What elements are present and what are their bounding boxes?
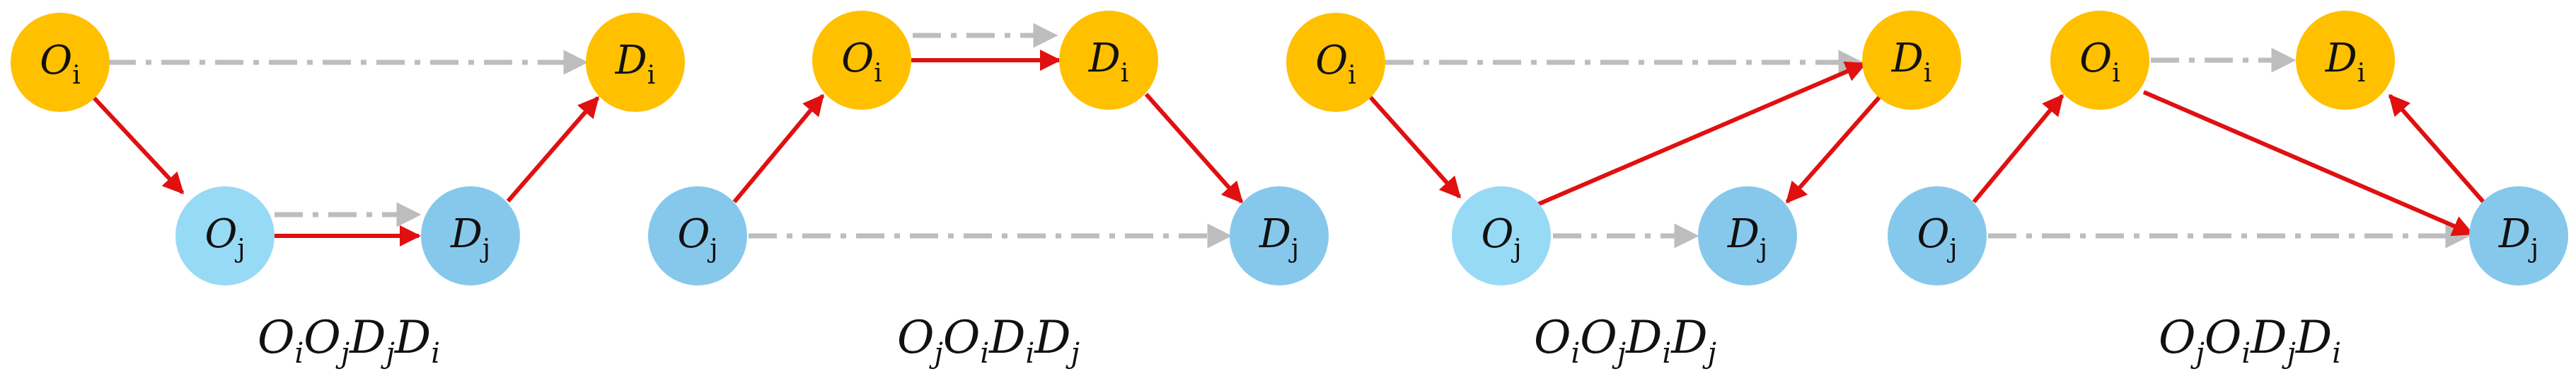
route-arrow-1 [732,94,825,203]
panel-3: Oi Di Oj Dj OiOjDiDj [1286,11,1961,370]
node-destination-j: Dj [2469,186,2568,285]
svg-text:Di: Di [615,38,655,90]
svg-text:Oj: Oj [1481,211,1521,264]
route-arrow-2 [1534,61,1867,208]
route-arrow-3 [2388,94,2485,203]
route-arrow-1 [90,94,185,195]
node-destination-i: Di [586,13,685,112]
route-arrow-1 [1367,94,1462,199]
svg-text:Oi: Oi [1315,38,1356,90]
node-origin-j: Oj [175,186,275,285]
node-origin-i: Oi [812,11,911,110]
svg-text:Oj: Oj [204,211,245,264]
route-arrow-3 [506,96,600,203]
node-origin-j: Oj [648,186,747,285]
svg-text:Dj: Dj [450,211,490,264]
node-destination-j: Dj [421,186,520,285]
svg-text:Dj: Dj [1259,211,1299,264]
svg-text:Dj: Dj [1727,211,1767,264]
svg-text:Oi: Oi [841,35,882,88]
node-origin-i: Oi [1286,13,1385,112]
node-destination-j: Dj [1698,186,1797,285]
svg-text:Oj: Oj [677,211,717,264]
route-sequence-caption: OjOiDjDi [2159,312,2341,370]
route-arrow-3 [1785,93,1884,204]
panel-2: Oi Di Oj Dj OjOiDiDj [648,11,1329,370]
node-destination-j: Dj [1230,186,1329,285]
svg-text:Di: Di [2325,35,2365,88]
node-origin-j: Oj [1888,186,1987,285]
svg-text:Di: Di [1088,35,1128,88]
node-origin-j: Oj [1452,186,1551,285]
node-origin-i: Oi [11,13,110,112]
svg-text:Di: Di [1891,35,1931,88]
svg-text:Dj: Dj [2498,211,2539,264]
node-destination-i: Di [2296,11,2395,110]
svg-text:Oi: Oi [40,38,80,90]
panel-1: Oi Di Oj Dj OiOjDjDi [11,13,685,370]
route-sequence-caption: OiOjDiDj [1534,312,1716,370]
svg-text:Oj: Oj [1917,211,1957,264]
node-destination-i: Di [1059,11,1158,110]
panel-4: Oi Di Oj Dj OjOiDjDi [1888,11,2568,370]
route-arrow-2 [2142,90,2474,237]
route-arrow-3 [1144,93,1244,204]
node-origin-i: Oi [2050,11,2149,110]
route-sequence-caption: OjOiDiDj [897,312,1080,370]
route-sequence-caption: OiOjDjDi [258,312,440,370]
svg-text:Oi: Oi [2079,35,2120,88]
node-destination-i: Di [1862,11,1961,110]
route-arrow-1 [1972,94,2064,203]
